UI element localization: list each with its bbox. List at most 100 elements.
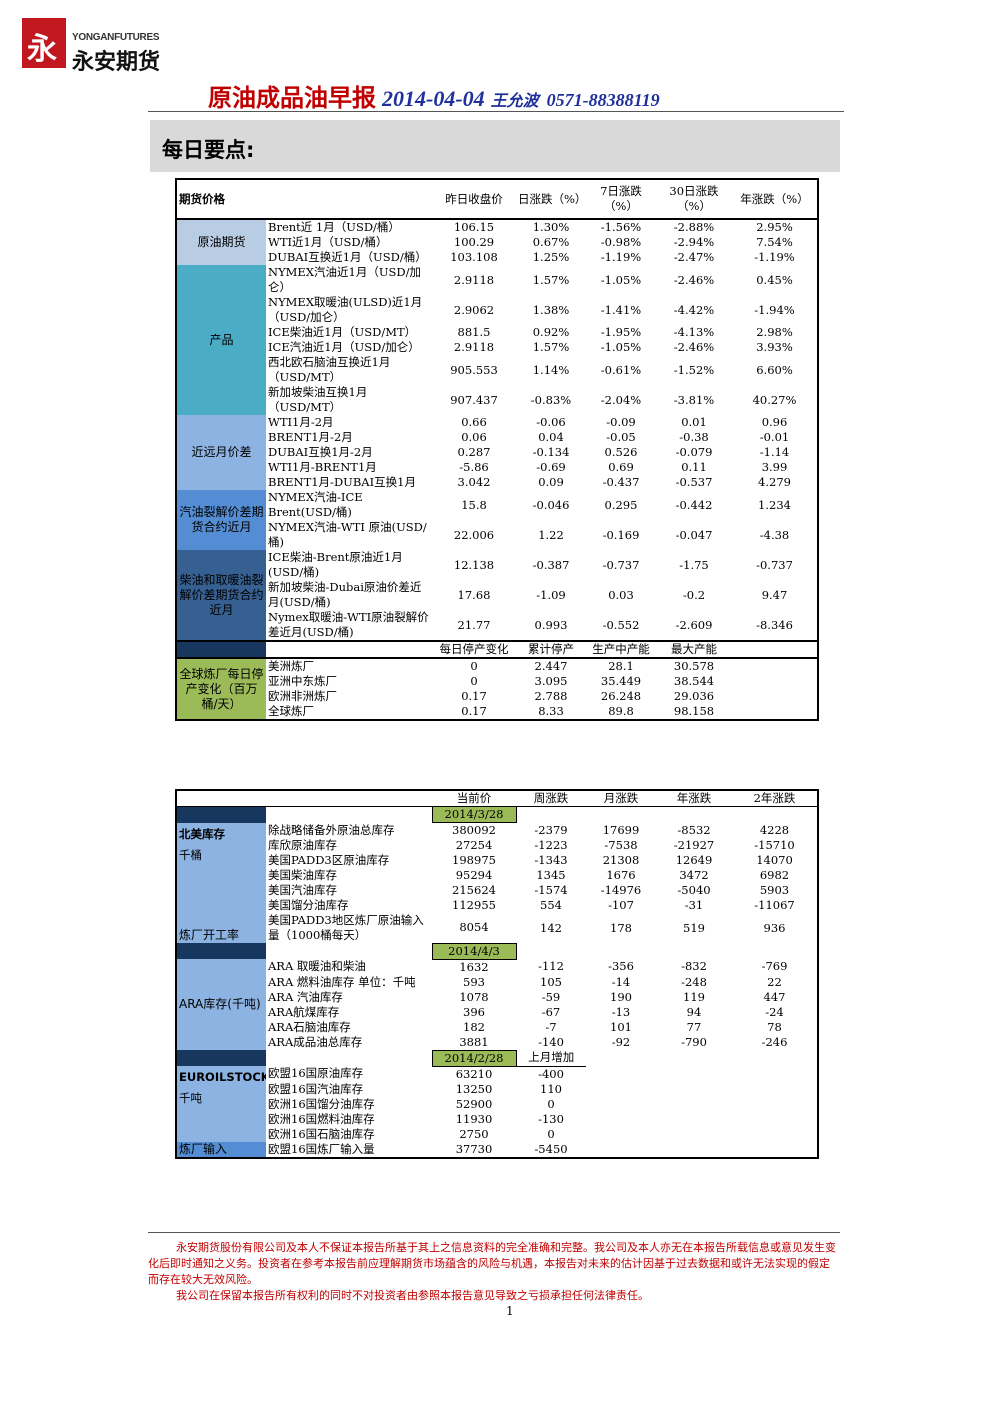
date-row: 2014/4/3	[176, 942, 818, 960]
row-name: Brent近 1月（USD/桶）	[268, 220, 400, 234]
cell-value: 1078	[459, 989, 489, 1004]
band-cell	[176, 943, 266, 959]
empty-cell	[732, 1050, 818, 1066]
empty-cell	[656, 1097, 732, 1112]
cell-value: 936	[763, 920, 786, 935]
row-name: Nymex取暖油-WTI原油裂解价差近月(USD/桶)	[268, 610, 429, 639]
group-title: 北美库存	[179, 826, 225, 841]
empty-cell	[656, 807, 732, 823]
outage-header-row: 每日停产变化累计停产生产中产能最大产能	[176, 640, 818, 659]
cell-value: 6982	[759, 868, 790, 882]
cell-value: 0.03	[608, 587, 634, 602]
empty-cell	[732, 807, 818, 823]
cell-value: -356	[608, 959, 634, 974]
cell-value: -769	[761, 959, 788, 974]
as-of-date: 2014/4/3	[431, 942, 517, 960]
cell-value: 9.47	[761, 587, 788, 602]
row-name: ARA 汽油库存	[268, 989, 343, 1004]
column-header: 上月增加	[516, 1050, 586, 1067]
cell-value: 8.33	[538, 704, 564, 718]
row-name: 欧盟16国炼厂输入量	[268, 1141, 375, 1156]
cell-value: 142	[540, 920, 562, 935]
table-row: 新加坡柴油互换1月（USD/MT）907.437-0.83%-2.04%-3.8…	[176, 385, 818, 415]
empty-cell	[656, 943, 732, 959]
cell-value: -832	[681, 959, 707, 974]
header-spacer	[266, 640, 432, 659]
cell-value: 28.1	[608, 659, 634, 673]
empty-cell	[586, 1112, 656, 1127]
cell-value: -0.079	[675, 445, 713, 459]
cell-value: 100.29	[453, 235, 495, 249]
cell-value: -0.046	[532, 497, 570, 512]
disclaimer-paragraph: 永安期货股份有限公司及本人不保证本报告所基于其上之信息资料的完全准确和完整。我公…	[148, 1241, 836, 1286]
cell-value: -1.41%	[600, 302, 642, 317]
cell-value: -107	[608, 898, 634, 912]
disclaimer: 永安期货股份有限公司及本人不保证本报告所基于其上之信息资料的完全准确和完整。我公…	[148, 1240, 840, 1304]
cell-value: 15.8	[461, 497, 487, 512]
cell-value: -790	[681, 1034, 707, 1049]
column-header: 昨日收盘价	[432, 179, 516, 220]
cell-value: -1.56%	[600, 220, 642, 234]
cell-value: 38.544	[673, 674, 715, 688]
column-header: 周涨跌	[516, 790, 586, 807]
cell-value: -0.38	[679, 430, 709, 444]
cell-value: -0.05	[606, 430, 636, 444]
empty-cell	[586, 1097, 656, 1112]
title-text: 原油成品油早报	[208, 84, 376, 112]
cell-value: -2.94%	[673, 235, 715, 249]
empty-cell	[586, 1066, 656, 1082]
row-name: DUBAI互换1月-2月	[268, 445, 373, 459]
cell-value: 0.526	[604, 445, 638, 459]
row-name: 西北欧石脑油互换近1月（USD/MT）	[268, 355, 391, 384]
cell-value: 12649	[675, 853, 713, 867]
empty-cell	[516, 807, 586, 823]
cell-value: -2.88%	[673, 220, 715, 234]
cell-value: 0.17	[461, 704, 487, 718]
column-header: 最大产能	[656, 640, 732, 659]
empty-cell	[732, 1127, 818, 1142]
logo-mark: 永	[22, 18, 66, 68]
header-spacer	[176, 640, 266, 659]
cell-value: 63210	[455, 1066, 493, 1081]
cell-value: 119	[683, 989, 705, 1004]
cell-value: 0.06	[461, 430, 487, 444]
cell-value: -0.98%	[600, 235, 642, 249]
cell-value: -21927	[673, 838, 715, 852]
row-name: WTI1月-BRENT1月	[268, 460, 377, 474]
cell-value: -7538	[604, 838, 638, 852]
cell-value: 110	[540, 1081, 562, 1096]
cell-value: -59	[541, 989, 561, 1004]
cell-value: 101	[610, 1019, 632, 1034]
cell-value: -1.14	[759, 445, 790, 459]
cell-value: 17699	[602, 822, 640, 837]
empty-cell	[732, 1066, 818, 1082]
cell-value: 2.9062	[453, 302, 495, 317]
cell-value: 3.93%	[756, 340, 793, 354]
page-number: 1	[506, 1304, 514, 1318]
cell-value: 0	[547, 1096, 555, 1111]
header-divider	[148, 111, 844, 112]
cell-value: 12.138	[453, 557, 495, 572]
empty-cell	[586, 943, 656, 959]
row-name: NYMEX汽油近1月（USD/加仑）	[268, 265, 421, 294]
cell-value: 0.09	[538, 475, 564, 489]
cell-value: 190	[610, 989, 632, 1004]
cell-value: -14976	[600, 883, 642, 897]
cell-value: -11067	[754, 898, 795, 912]
row-name: ICE汽油近1月（USD/加仑）	[268, 340, 420, 354]
cell-value: 215624	[452, 883, 496, 897]
